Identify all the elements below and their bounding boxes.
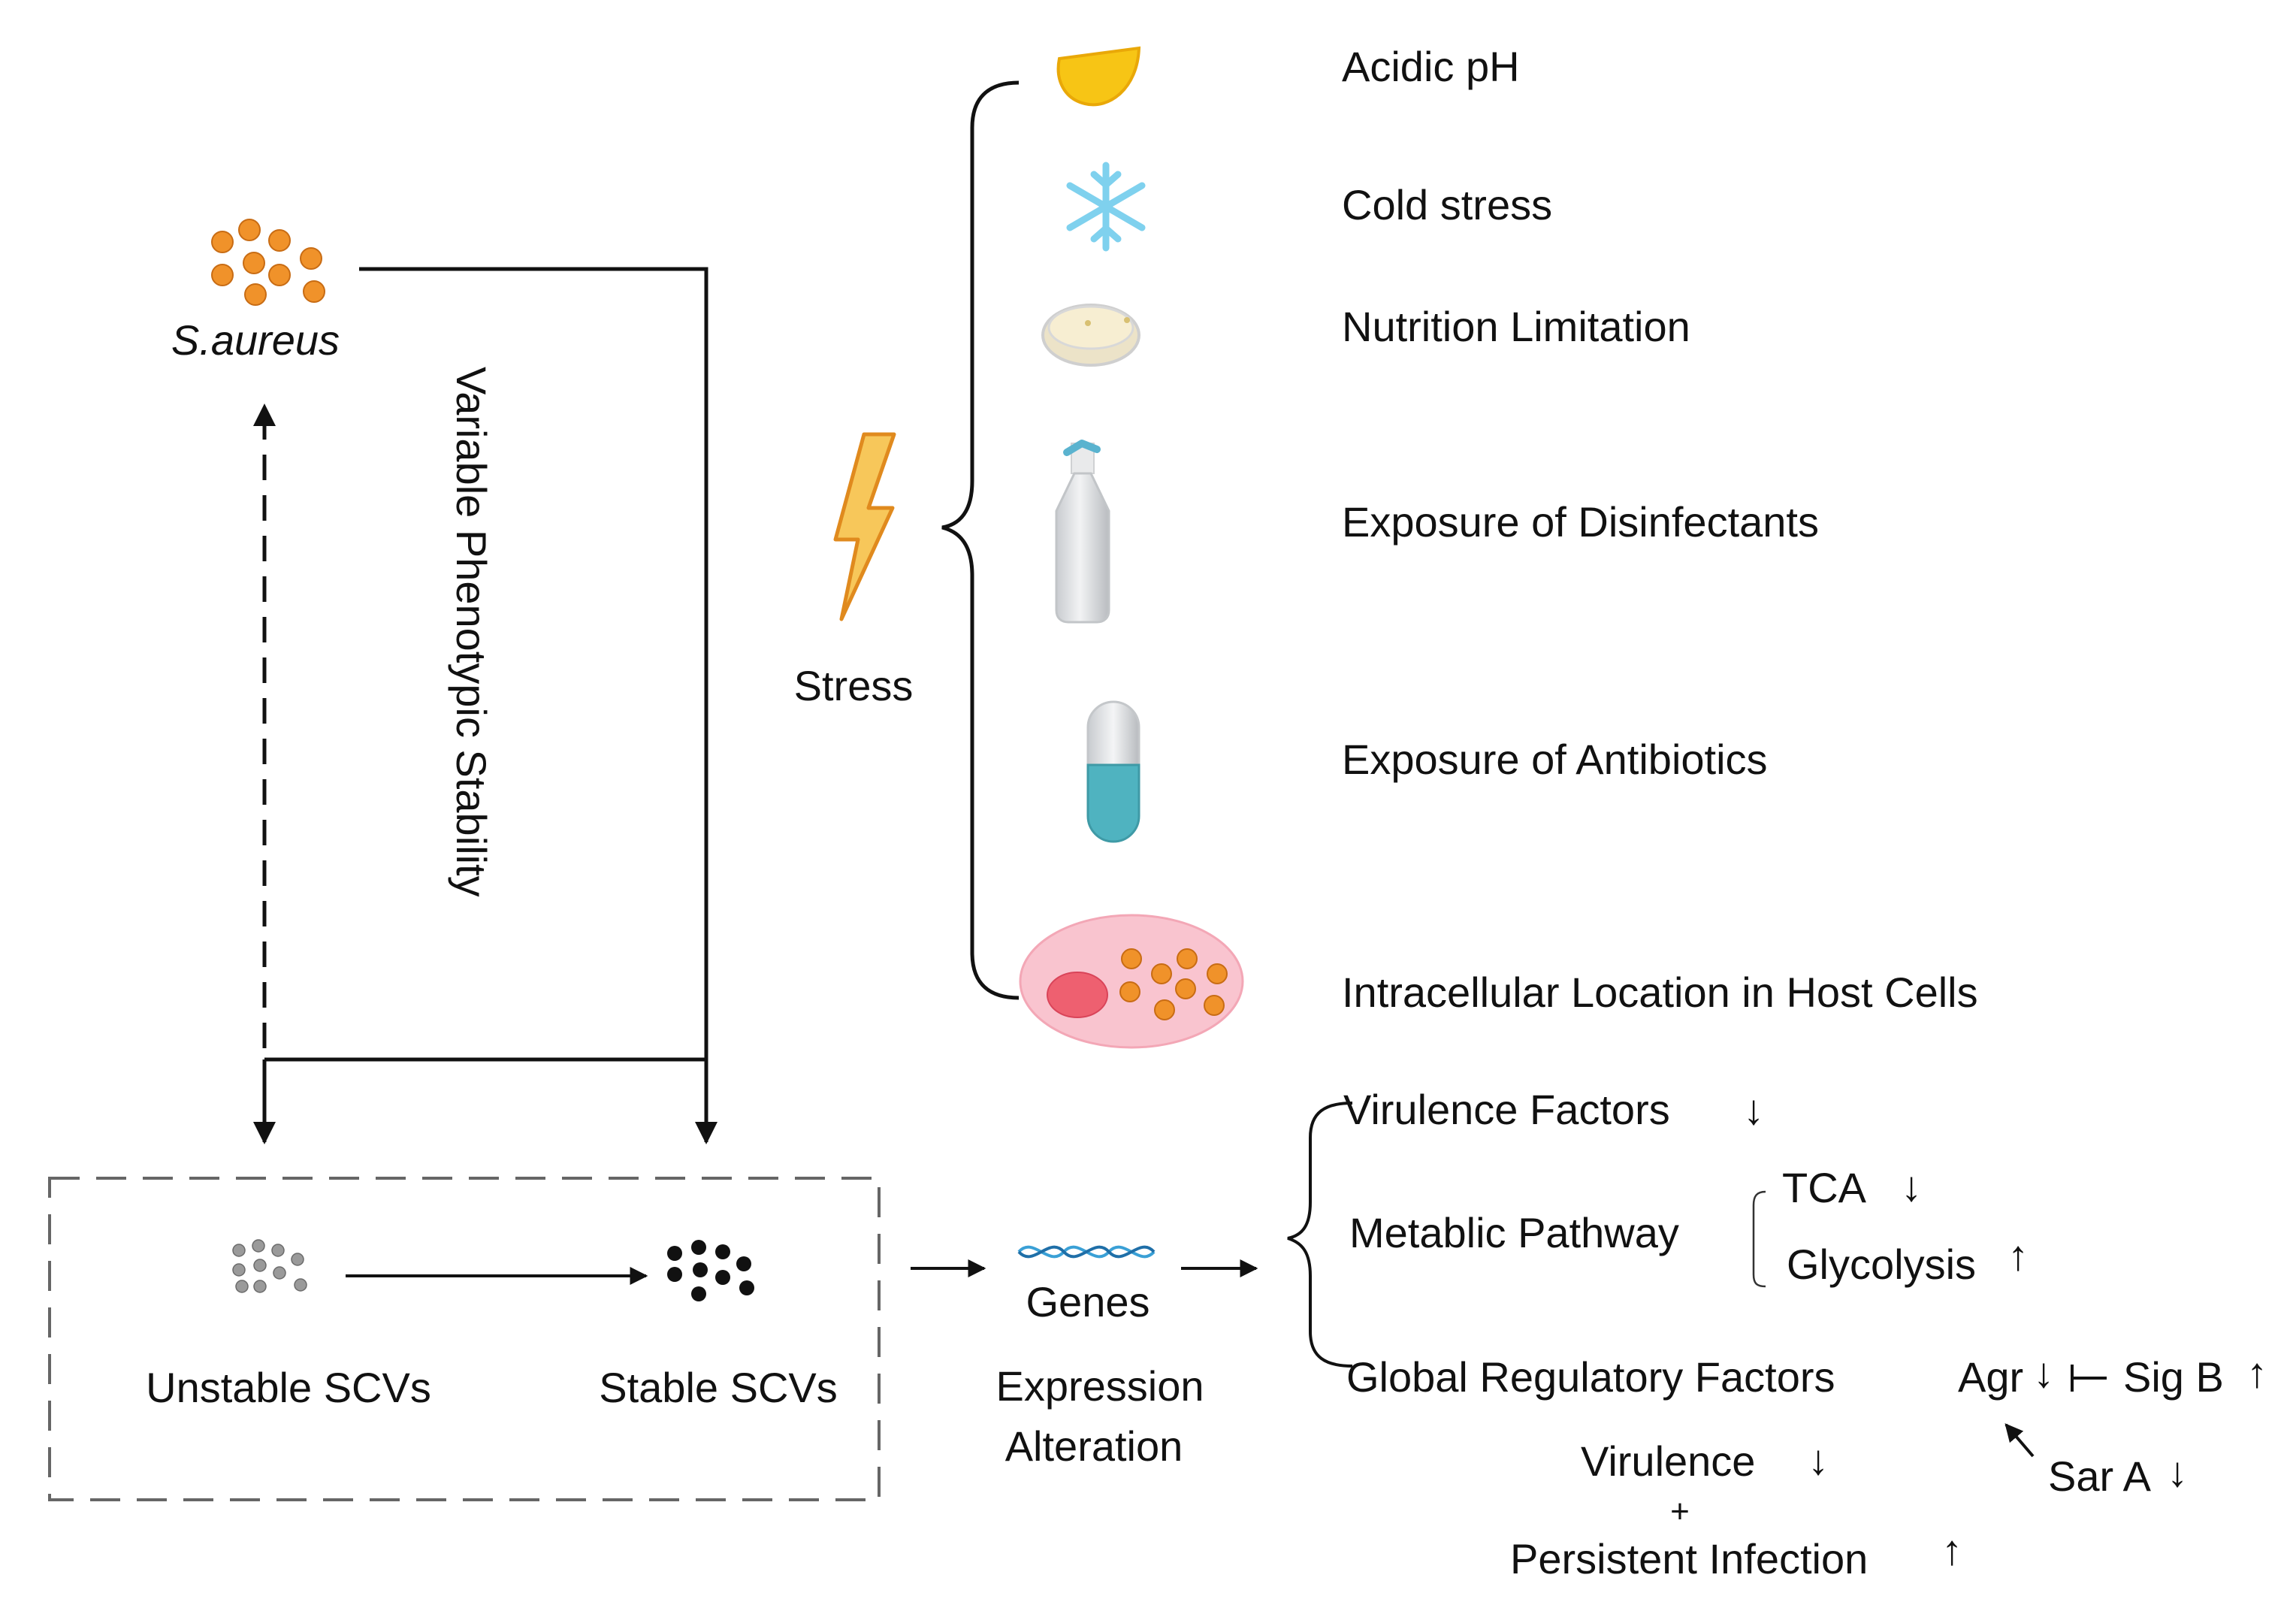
alteration-label: Alteration — [1005, 1422, 1183, 1470]
stress-brace — [941, 80, 1020, 1000]
persistent-infection-up-arrow: ↑ — [1941, 1526, 1962, 1573]
lightning-icon — [833, 432, 896, 621]
metabolic-brace — [1752, 1190, 1766, 1288]
capsule-icon — [1086, 700, 1140, 843]
glycolysis-up-arrow: ↑ — [2007, 1232, 2029, 1279]
unstable-scv-label: Unstable SCVs — [146, 1364, 431, 1411]
dna-icon — [1017, 1245, 1156, 1259]
stress-item-label-acidic: Acidic pH — [1342, 43, 1520, 90]
genes-label: Genes — [1026, 1278, 1150, 1325]
virulence-label: Virulence — [1581, 1437, 1755, 1485]
petri-dish-icon — [1041, 304, 1140, 367]
sigb-label: Sig B — [2123, 1353, 2224, 1401]
stress-item-label-cold: Cold stress — [1342, 181, 1552, 228]
lemon-icon — [1056, 46, 1141, 107]
virulence-down-arrow: ↓ — [1808, 1436, 1829, 1483]
scv-box — [48, 1177, 881, 1501]
unstable-scv-cluster-icon — [232, 1239, 307, 1293]
plus-sign: + — [1670, 1493, 1690, 1530]
spray-bottle-icon — [1055, 440, 1110, 624]
host-cell-icon — [1019, 914, 1244, 1049]
sara-to-agr-arrow — [2004, 1423, 2035, 1458]
s-aureus-cluster-icon — [211, 219, 325, 306]
persistent-infection-label: Persistent Infection — [1510, 1535, 1868, 1582]
cycle-lines — [253, 267, 718, 1144]
snowflake-icon — [1066, 162, 1146, 252]
agr-down-arrow: ↓ — [2033, 1349, 2054, 1396]
sigb-inhibits-agr-icon — [2071, 1365, 2107, 1392]
stress-item-label-antibiotics: Exposure of Antibiotics — [1342, 736, 1768, 783]
stable-scv-label: Stable SCVs — [599, 1364, 838, 1411]
expression-label: Expression — [995, 1362, 1204, 1410]
sara-label: Sar A — [2048, 1452, 2152, 1500]
sara-down-arrow: ↓ — [2167, 1448, 2188, 1495]
virulence-factors-label: Virulence Factors — [1343, 1086, 1670, 1133]
phenotypic-stability-label: Variable Phenotypic Stability — [448, 367, 495, 897]
stress-item-label-host-cells: Intracellular Location in Host Cells — [1342, 969, 1978, 1016]
stable-scv-cluster-icon — [667, 1240, 754, 1301]
effects-brace — [1287, 1102, 1353, 1368]
stress-item-label-disinfectants: Exposure of Disinfectants — [1342, 498, 1819, 546]
virulence-factors-down-arrow: ↓ — [1743, 1086, 1764, 1133]
s-aureus-label: S.aureus — [171, 316, 340, 364]
metabolic-pathway-label: Metablic Pathway — [1349, 1209, 1679, 1256]
tca-down-arrow: ↓ — [1901, 1162, 1922, 1210]
agr-label: Agr — [1958, 1353, 2023, 1401]
stress-label: Stress — [794, 662, 914, 709]
sigb-up-arrow: ↑ — [2246, 1349, 2267, 1396]
stress-item-label-nutrition: Nutrition Limitation — [1342, 303, 1690, 350]
tca-label: TCA — [1782, 1164, 1867, 1211]
glycolysis-label: Glycolysis — [1787, 1241, 1976, 1288]
global-regulatory-label: Global Regulatory Factors — [1346, 1353, 1835, 1401]
